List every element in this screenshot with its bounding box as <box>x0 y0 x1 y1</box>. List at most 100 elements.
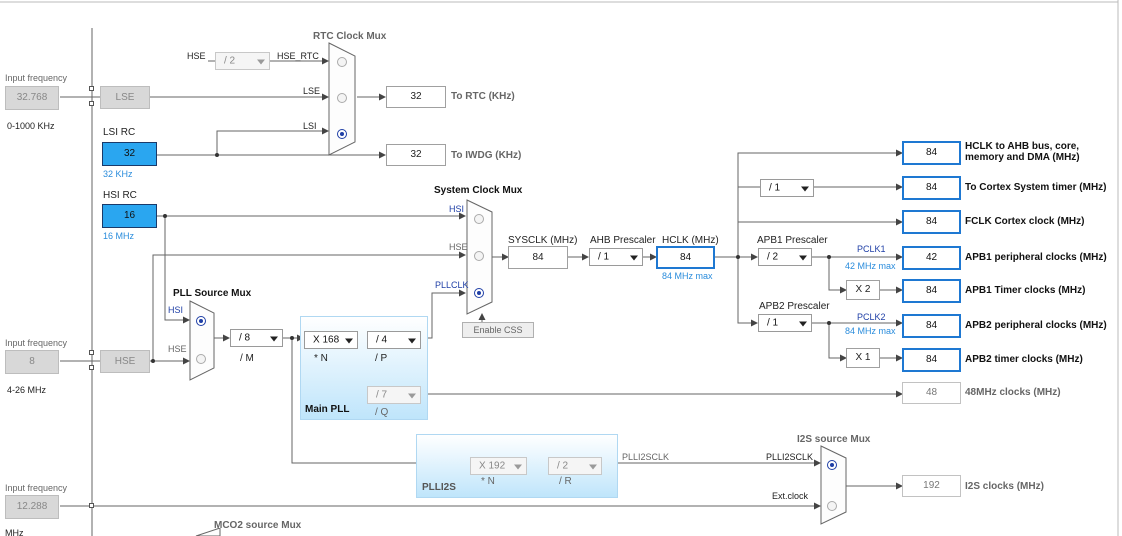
chevron-down-icon <box>257 59 265 65</box>
lsi-rc-block[interactable]: 32 <box>102 142 157 166</box>
ahb-prescaler-select[interactable]: / 1 <box>589 248 643 266</box>
rtc-lse-label: LSE <box>303 86 321 96</box>
sysmux-pllclk-label: PLLCLK <box>435 280 469 290</box>
hclk-max-label: 84 MHz max <box>662 271 713 281</box>
sysmux-hsi-radio[interactable] <box>474 214 484 224</box>
hsi-rc-block[interactable]: 16 <box>102 204 157 228</box>
apb1-peripheral-output-label: APB1 peripheral clocks (MHz) <box>965 252 1107 263</box>
pclk1-label: PCLK1 <box>857 244 886 254</box>
pllsrc-hsi-radio[interactable] <box>196 316 206 326</box>
apb1-timer-multiplier: X 2 <box>846 280 880 300</box>
apb1-timer-output-value[interactable]: 84 <box>902 279 961 303</box>
pll-m-value: / 8 <box>239 332 251 344</box>
cortex-timer-divider-value: / 1 <box>769 182 781 194</box>
hclk-value-field[interactable]: 84 <box>656 246 715 269</box>
sysmux-hse-radio[interactable] <box>474 251 484 261</box>
clk48-output-value[interactable]: 48 <box>902 382 961 404</box>
pll-m-divider-select[interactable]: / 8 <box>230 329 283 347</box>
lsi-frequency-label: 32 KHz <box>103 169 133 179</box>
rtc-lsi-label: LSI <box>303 121 317 131</box>
hse-rtc-divider-select[interactable]: / 2 <box>215 52 270 70</box>
pclk1-max-label: 42 MHz max <box>845 261 896 271</box>
pclk2-label: PCLK2 <box>857 312 886 322</box>
lse-range-label: 0-1000 KHz <box>7 121 55 131</box>
pll-n-value: X 168 <box>313 334 340 346</box>
lse-input-frequency-field[interactable]: 32.768 <box>5 86 59 110</box>
enable-css-button[interactable]: Enable CSS <box>462 322 534 338</box>
hse-source-block[interactable]: HSE <box>100 350 150 373</box>
hse-rtc-divider-value: / 2 <box>224 55 236 67</box>
pll-p-label: / P <box>375 353 388 364</box>
pllsrc-hsi-label: HSI <box>168 305 184 315</box>
hclk-ahb-output-value[interactable]: 84 <box>902 141 961 165</box>
apb2-peripheral-output-value[interactable]: 84 <box>902 314 961 338</box>
pllsrc-hse-label: HSE <box>168 344 187 354</box>
pllsrc-hse-radio[interactable] <box>196 354 206 364</box>
apb1-timer-output-label: APB1 Timer clocks (MHz) <box>965 285 1086 296</box>
chevron-down-icon <box>630 255 638 261</box>
pll-q-divider-select[interactable]: / 7 <box>367 386 421 404</box>
pclk2-max-label: 84 MHz max <box>845 326 896 336</box>
rtc-hse-radio[interactable] <box>337 57 347 67</box>
pll-p-divider-select[interactable]: / 4 <box>367 331 421 349</box>
mco2-source-mux-title: MCO2 source Mux <box>214 520 302 531</box>
pll-source-mux-title: PLL Source Mux <box>173 288 252 299</box>
hse-input-frequency-label: Input frequency <box>5 338 68 348</box>
iwdg-output-value[interactable]: 32 <box>386 144 446 166</box>
rtc-output-value[interactable]: 32 <box>386 86 446 108</box>
rtc-hse-label: HSE <box>187 51 206 61</box>
sysmux-pllclk-radio[interactable] <box>474 288 484 298</box>
rtc-lse-radio[interactable] <box>337 93 347 103</box>
cortex-timer-divider-select[interactable]: / 1 <box>760 179 814 197</box>
rail-connector <box>89 86 94 91</box>
sysclk-value[interactable]: 84 <box>508 246 568 269</box>
rtc-mux-title: RTC Clock Mux <box>313 31 387 42</box>
i2s-ext-clock-radio[interactable] <box>827 501 837 511</box>
rail-connector <box>89 101 94 106</box>
apb2-prescaler-value: / 1 <box>767 317 779 329</box>
apb2-peripheral-output-label: APB2 peripheral clocks (MHz) <box>965 320 1107 331</box>
hclk-ahb-output-label-line2: memory and DMA (MHz) <box>965 152 1080 163</box>
ext-input-frequency-field[interactable]: 12.288 <box>5 495 59 519</box>
fclk-output-value[interactable]: 84 <box>902 210 961 234</box>
hse-range-label: 4-26 MHz <box>7 385 47 395</box>
fclk-output-label: FCLK Cortex clock (MHz) <box>965 216 1085 227</box>
chevron-down-icon <box>345 338 353 344</box>
plli2sclk-label: PLLI2SCLK <box>622 452 670 462</box>
rail-connector <box>89 503 94 508</box>
apb2-timer-output-value[interactable]: 84 <box>902 348 961 372</box>
cortex-timer-output-value[interactable]: 84 <box>902 176 961 200</box>
hsi-frequency-label: 16 MHz <box>103 231 135 241</box>
plli2s-n-label: * N <box>481 476 495 487</box>
plli2s-n-multiplier-select[interactable]: X 192 <box>470 457 527 475</box>
hse-rtc-label: HSE_RTC <box>277 51 319 61</box>
apb1-prescaler-select[interactable]: / 2 <box>758 248 812 266</box>
pll-m-label: / M <box>240 353 254 364</box>
pll-source-mux-shape <box>189 300 215 381</box>
pll-n-label: * N <box>314 353 328 364</box>
ahb-prescaler-label: AHB Prescaler <box>590 235 656 246</box>
ahb-prescaler-value: / 1 <box>598 251 610 263</box>
lse-source-block[interactable]: LSE <box>100 86 150 109</box>
apb2-prescaler-select[interactable]: / 1 <box>758 314 812 332</box>
plli2s-r-divider-select[interactable]: / 2 <box>548 457 602 475</box>
apb1-peripheral-output-value[interactable]: 42 <box>902 246 961 270</box>
rtc-output-label: To RTC (KHz) <box>451 91 515 102</box>
apb1-prescaler-label: APB1 Prescaler <box>757 235 828 246</box>
hclk-ahb-output-label: HCLK to AHB bus, core, <box>965 141 1080 152</box>
i2s-output-label: I2S clocks (MHz) <box>965 481 1044 492</box>
pll-n-multiplier-select[interactable]: X 168 <box>304 331 358 349</box>
rtc-lsi-radio[interactable] <box>337 129 347 139</box>
hclk-label: HCLK (MHz) <box>662 235 719 246</box>
cortex-timer-output-label: To Cortex System timer (MHz) <box>965 182 1107 193</box>
i2s-plli2sclk-radio[interactable] <box>827 460 837 470</box>
lsi-rc-label: LSI RC <box>103 127 136 138</box>
plli2s-n-value: X 192 <box>479 460 506 472</box>
sysmux-hsi-label: HSI <box>449 204 465 214</box>
main-pll-title: Main PLL <box>305 404 350 415</box>
i2s-output-value[interactable]: 192 <box>902 475 961 497</box>
hse-input-frequency-field[interactable]: 8 <box>5 350 59 374</box>
pll-q-label: / Q <box>375 407 389 418</box>
ext-input-frequency-label: Input frequency <box>5 483 68 493</box>
clk48-output-label: 48MHz clocks (MHz) <box>965 387 1061 398</box>
